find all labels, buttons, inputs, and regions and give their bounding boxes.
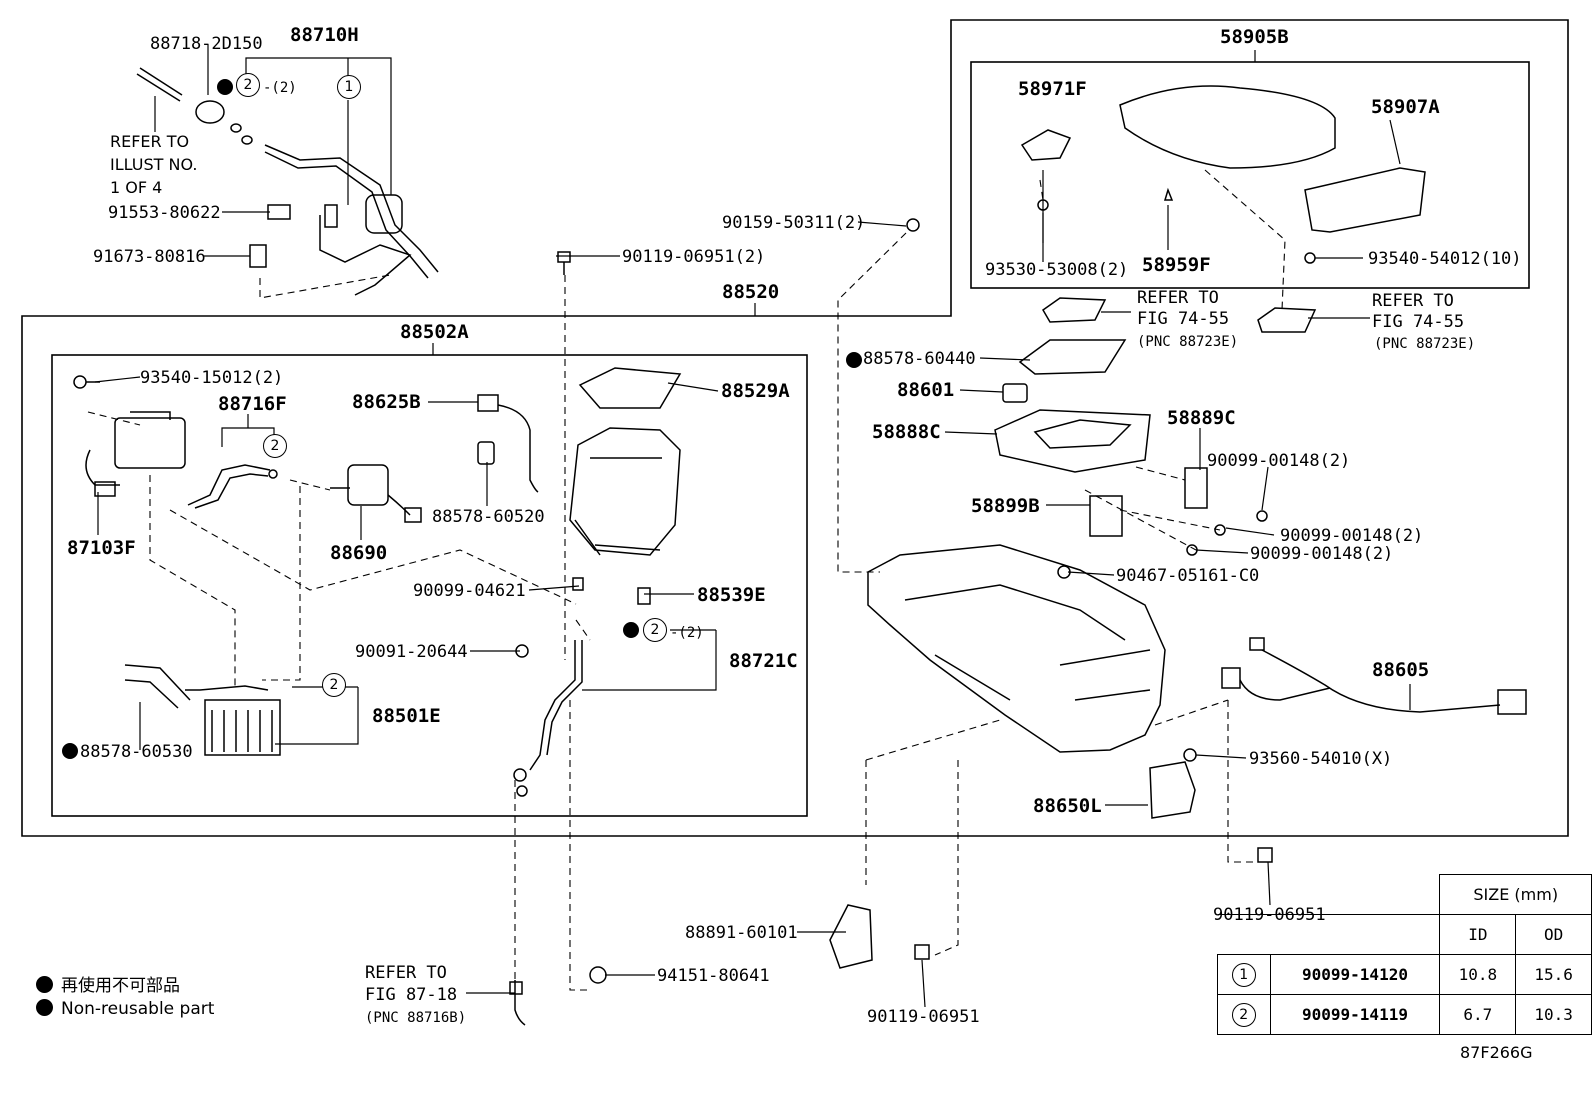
table-row: 1 90099-14120 10.8 15.6 xyxy=(1217,954,1592,995)
part-label-88578-60530: 88578-60530 xyxy=(80,742,193,762)
part-label-88716F: 88716F xyxy=(218,393,287,415)
part-label-90099-00148-a: 90099-00148(2) xyxy=(1207,451,1351,471)
part-label-88520: 88520 xyxy=(722,281,780,303)
refer-illust-line2: ILLUST NO. xyxy=(110,155,198,174)
part-label-88539E: 88539E xyxy=(697,584,766,606)
refer-fig8718-line2: FIG 87-18 xyxy=(365,985,458,1005)
part-label-91673-80816: 91673-80816 xyxy=(93,247,206,267)
non-reusable-dot xyxy=(36,976,53,993)
part-label-90099-00148-b: 90099-00148(2) xyxy=(1280,526,1424,546)
ref-circle-2: 2 xyxy=(1231,1002,1256,1027)
part-label-90099-00148-c: 90099-00148(2) xyxy=(1250,544,1394,564)
frame-88520 xyxy=(21,19,1569,837)
figure-code: 87F266G xyxy=(1460,1043,1533,1062)
part-label-88891-60101: 88891-60101 xyxy=(685,923,798,943)
qty-label: -(2) xyxy=(263,80,297,96)
refer-fig7455a-line2: FIG 74-55 xyxy=(1137,309,1230,329)
part-label-58899B: 58899B xyxy=(971,495,1040,517)
size-header: SIZE (mm) xyxy=(1439,874,1592,915)
legend-japanese: 再使用不可部品 xyxy=(36,971,180,996)
part-label-90159-50311: 90159-50311(2) xyxy=(722,213,866,233)
part-label-88529A: 88529A xyxy=(721,380,790,402)
part-label-88625B: 88625B xyxy=(352,391,421,413)
part-label-88605: 88605 xyxy=(1372,659,1430,681)
part-label-87103F: 87103F xyxy=(67,537,136,559)
legend-jp-text: 再使用不可部品 xyxy=(61,976,180,996)
size-row-id: 10.8 xyxy=(1439,954,1517,995)
part-label-93560-54010: 93560-54010(X) xyxy=(1249,749,1393,769)
size-row-id: 6.7 xyxy=(1439,994,1517,1035)
part-label-58971F: 58971F xyxy=(1018,78,1087,100)
part-label-90099-04621: 90099-04621 xyxy=(413,581,526,601)
part-label-94151-80641: 94151-80641 xyxy=(657,966,770,986)
part-label-90091-20644: 90091-20644 xyxy=(355,642,468,662)
size-row-part: 90099-14119 xyxy=(1269,994,1441,1035)
frame-58905B xyxy=(970,61,1530,289)
part-label-90467-05161-C0: 90467-05161-C0 xyxy=(1116,566,1260,586)
size-row-part: 90099-14120 xyxy=(1269,954,1441,995)
part-label-58888C: 58888C xyxy=(872,421,941,443)
refer-fig7455a-line1: REFER TO xyxy=(1137,288,1219,308)
part-label-88502A: 88502A xyxy=(400,321,469,343)
part-label-91553-80622: 91553-80622 xyxy=(108,203,221,223)
qty-label: -(2) xyxy=(670,625,704,641)
part-label-88501E: 88501E xyxy=(372,705,441,727)
refer-fig8718-line1: REFER TO xyxy=(365,963,447,983)
ref-circle-1: 1 xyxy=(337,75,361,99)
non-reusable-dot xyxy=(62,743,78,759)
non-reusable-dot xyxy=(36,999,53,1016)
non-reusable-dot xyxy=(623,622,639,638)
part-label-93530-53008: 93530-53008(2) xyxy=(985,260,1129,280)
part-label-90119-06951-bottom: 90119-06951 xyxy=(867,1007,980,1027)
refer-illust-line1: REFER TO xyxy=(110,132,190,151)
part-label-88578-60440: 88578-60440 xyxy=(863,349,976,369)
ref-circle-1: 1 xyxy=(1231,962,1256,987)
ref-circle-2: 2 xyxy=(643,618,667,642)
part-label-88578-60520: 88578-60520 xyxy=(432,507,545,527)
part-label-58959F: 58959F xyxy=(1142,254,1211,276)
ref-circle-2: 2 xyxy=(236,73,260,97)
size-table: SIZE (mm) ID OD 1 90099-14120 10.8 15.6 … xyxy=(1217,874,1592,1035)
part-label-88721C: 88721C xyxy=(729,650,798,672)
part-label-88718-2D150: 88718-2D150 xyxy=(150,34,263,54)
part-label-58889C: 58889C xyxy=(1167,407,1236,429)
part-label-93540-15012: 93540-15012(2) xyxy=(140,368,284,388)
part-label-93540-54012: 93540-54012(10) xyxy=(1368,249,1522,269)
non-reusable-dot xyxy=(846,352,862,368)
refer-fig7455b-line3: (PNC 88723E) xyxy=(1374,336,1476,352)
refer-fig7455a-line3: (PNC 88723E) xyxy=(1137,334,1239,350)
ref-circle-2: 2 xyxy=(263,434,287,458)
frame-88502A xyxy=(51,354,808,817)
size-row-od: 10.3 xyxy=(1515,994,1592,1035)
non-reusable-dot xyxy=(217,79,233,95)
legend-en-text: Non-reusable part xyxy=(61,999,215,1019)
part-label-88601: 88601 xyxy=(897,379,955,401)
refer-fig7455b-line1: REFER TO xyxy=(1372,291,1454,311)
refer-illust-line3: 1 OF 4 xyxy=(110,178,163,197)
part-label-90119-06951-top: 90119-06951(2) xyxy=(622,247,766,267)
legend-english: Non-reusable part xyxy=(36,999,214,1019)
part-label-88650L: 88650L xyxy=(1033,795,1102,817)
part-label-88690: 88690 xyxy=(330,542,388,564)
refer-fig8718-line3: (PNC 88716B) xyxy=(365,1010,467,1026)
part-label-88710H: 88710H xyxy=(290,24,359,46)
size-col-od: OD xyxy=(1515,914,1592,955)
table-row: 2 90099-14119 6.7 10.3 xyxy=(1217,994,1592,1035)
size-row-od: 15.6 xyxy=(1515,954,1592,995)
size-col-id: ID xyxy=(1439,914,1517,955)
part-label-58907A: 58907A xyxy=(1371,96,1440,118)
ref-circle-2: 2 xyxy=(322,673,346,697)
part-label-58905B: 58905B xyxy=(1220,26,1289,48)
refer-fig7455b-line2: FIG 74-55 xyxy=(1372,312,1465,332)
